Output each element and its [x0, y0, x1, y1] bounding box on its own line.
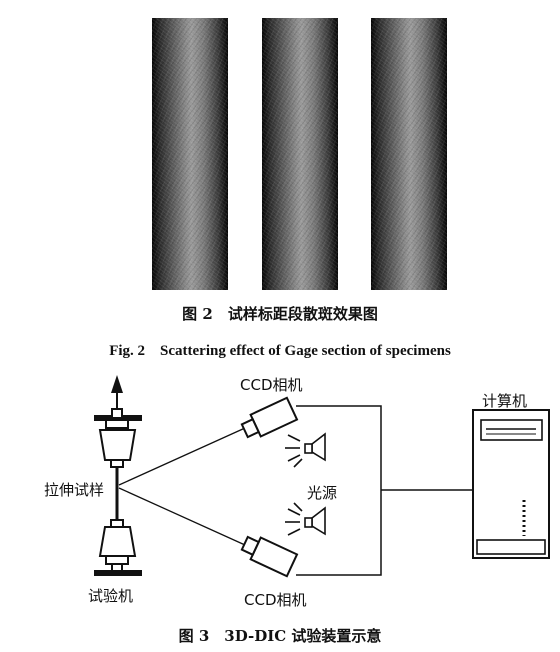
label-light-source: 光源 — [307, 484, 338, 502]
specimen-image-2 — [262, 18, 338, 290]
figure2-caption-en: Fig. 2 Scattering effect of Gage section… — [109, 343, 451, 359]
sight-line-top — [118, 427, 246, 486]
label-ccd-camera-top: CCD相机 — [240, 376, 303, 394]
label-computer: 计算机 — [482, 392, 528, 410]
ccd-camera-bottom — [240, 535, 299, 578]
light-source-bottom — [285, 502, 326, 536]
lower-grip — [94, 519, 142, 576]
specimen-image-1 — [152, 18, 228, 290]
upper-grip — [94, 408, 142, 468]
figure2-caption-cn: 图 2 试样标距段散斑效果图 — [182, 305, 378, 323]
label-specimen: 拉伸试样 — [44, 481, 105, 499]
computer-tower — [472, 409, 550, 559]
specimen-image-3 — [371, 18, 447, 290]
load-arrow — [111, 375, 123, 410]
light-source-top — [285, 432, 326, 468]
label-ccd-camera-bottom: CCD相机 — [244, 591, 307, 609]
ccd-camera-top — [240, 396, 299, 439]
sight-line-bottom — [118, 487, 246, 546]
label-testing-machine: 试验机 — [88, 587, 134, 605]
figure3-caption-cn: 图 3 3D-DIC 试验装置示意 — [178, 627, 382, 645]
